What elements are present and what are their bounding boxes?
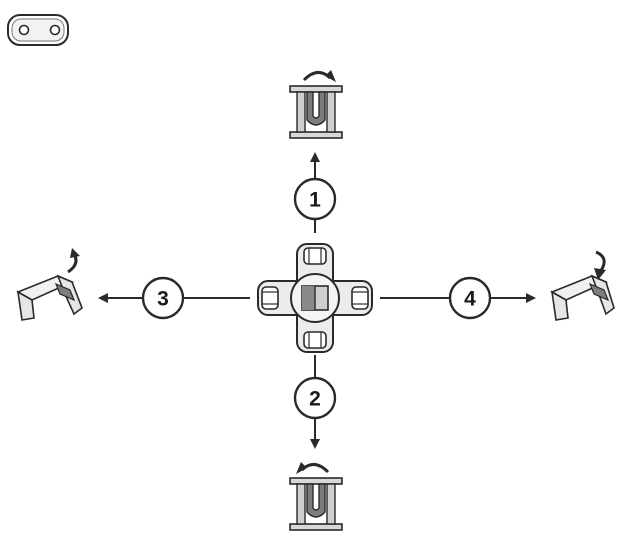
- step-badge-1: 1: [293, 177, 337, 221]
- step-badge-3: 3: [141, 276, 185, 320]
- step-number-3: 3: [157, 288, 169, 311]
- u-channel-clip-icon-top: [289, 70, 343, 139]
- cross-joint-icon: [257, 243, 373, 353]
- curved-arrow-counterclockwise-icon: [296, 462, 330, 474]
- wedge-bracket-icon-left: [16, 248, 83, 321]
- step-badge-4: 4: [448, 276, 492, 320]
- curved-arrow-clockwise-icon: [302, 70, 336, 82]
- switch-toggle-icon: [7, 14, 69, 46]
- curved-arrow-clockwise-icon: [594, 250, 606, 280]
- u-channel-clip-icon-bottom: [289, 462, 343, 531]
- step-number-4: 4: [464, 288, 476, 311]
- step-number-2: 2: [309, 388, 321, 411]
- step-number-1: 1: [309, 189, 321, 212]
- curved-arrow-counterclockwise-icon: [67, 248, 80, 274]
- wedge-bracket-icon-right: [550, 250, 615, 321]
- step-badge-2: 2: [293, 376, 337, 420]
